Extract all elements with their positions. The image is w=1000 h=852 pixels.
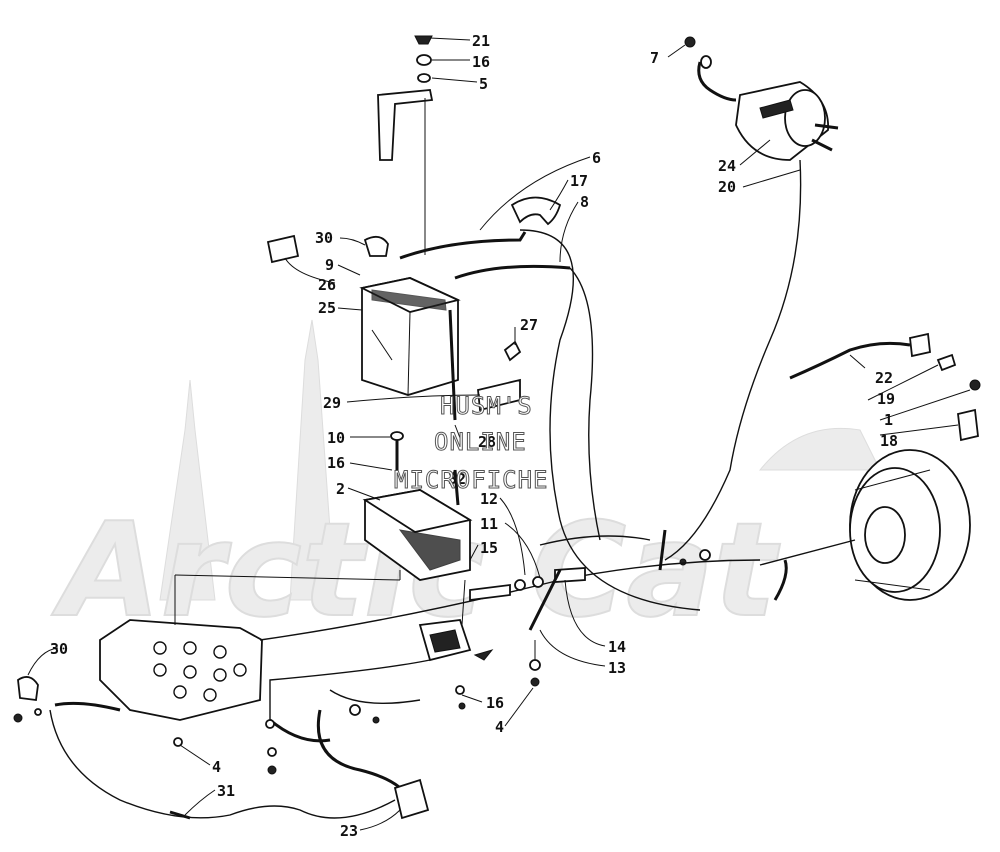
starter-solenoid (684, 36, 839, 161)
callout-1: 1 (884, 411, 893, 429)
watermark-text: HUSM'S ONLINE MICROFICHE (394, 392, 549, 495)
callout-4: 4 (212, 758, 221, 776)
callout-4b: 4 (495, 718, 504, 736)
callout-16b: 16 (327, 454, 345, 472)
callout-15: 15 (480, 539, 498, 557)
bolt-10 (390, 431, 404, 470)
mounting-hardware (469, 567, 586, 602)
battery (359, 277, 461, 396)
callout-5: 5 (479, 75, 488, 93)
cable-8 (454, 264, 571, 280)
callout-27: 27 (520, 316, 538, 334)
callout-21: 21 (472, 32, 490, 50)
battery-cap (266, 234, 300, 264)
nut-1 (969, 379, 981, 391)
harness-lower (269, 659, 431, 720)
starter-motor (849, 449, 971, 601)
callout-18: 18 (880, 432, 898, 450)
cable-29 (448, 309, 457, 421)
rod-14 (528, 569, 562, 631)
cover-plate (957, 408, 979, 442)
wing-nut (414, 35, 433, 83)
callout-17: 17 (570, 172, 588, 190)
cable-terminal (658, 529, 667, 571)
bolt-27 (503, 340, 522, 362)
relay-bracket (418, 579, 494, 662)
frame-crossmember (259, 559, 761, 641)
battery-band (510, 196, 562, 226)
watermark-logo-text: Arctic Cat (51, 494, 781, 646)
watermark-line-3: MICROFICHE (394, 466, 549, 494)
callout-8: 8 (580, 193, 589, 211)
callout-11: 11 (480, 515, 498, 533)
callout-12: 12 (480, 490, 498, 508)
battery-strap (377, 89, 434, 255)
callout-22: 22 (875, 369, 893, 387)
watermark-logo: Arctic Cat (50, 319, 881, 647)
battery-tray (362, 489, 473, 581)
watermark-line-1: HUSM'S (440, 392, 533, 420)
wire-20 (664, 159, 802, 561)
cable-6 (399, 231, 527, 260)
callout-numbers: 21 16 5 7 6 17 8 24 20 30 9 26 25 27 29 … (50, 32, 898, 840)
terminal-boot-lower (17, 676, 39, 702)
callout-19: 19 (877, 390, 895, 408)
callout-6: 6 (592, 149, 601, 167)
callout-2: 2 (336, 480, 345, 498)
connector-19 (936, 353, 957, 372)
callout-25: 25 (318, 299, 336, 317)
engine-pan (99, 570, 401, 721)
callout-23: 23 (340, 822, 358, 840)
callout-26: 26 (318, 276, 336, 294)
callout-30b: 30 (50, 640, 68, 658)
callout-9: 9 (325, 256, 334, 274)
callout-7: 7 (650, 49, 659, 67)
terminal-boot (363, 235, 389, 257)
callout-28: 28 (478, 433, 496, 451)
callout-32: 32 (448, 470, 466, 488)
callout-14: 14 (608, 638, 626, 656)
callout-30: 30 (315, 229, 333, 247)
callout-31: 31 (217, 782, 235, 800)
callout-10: 10 (327, 429, 345, 447)
harness-31 (49, 709, 396, 819)
callout-20: 20 (718, 178, 736, 196)
key-switch (393, 778, 430, 820)
bolt-32 (453, 469, 460, 506)
callout-24: 24 (718, 157, 736, 175)
leader-lines (27, 37, 971, 831)
callout-16c: 16 (486, 694, 504, 712)
wire-22 (789, 341, 911, 380)
callout-16: 16 (472, 53, 490, 71)
callout-13: 13 (608, 659, 626, 677)
watermark-line-2: ONLINE (434, 428, 527, 456)
callout-29: 29 (323, 394, 341, 412)
